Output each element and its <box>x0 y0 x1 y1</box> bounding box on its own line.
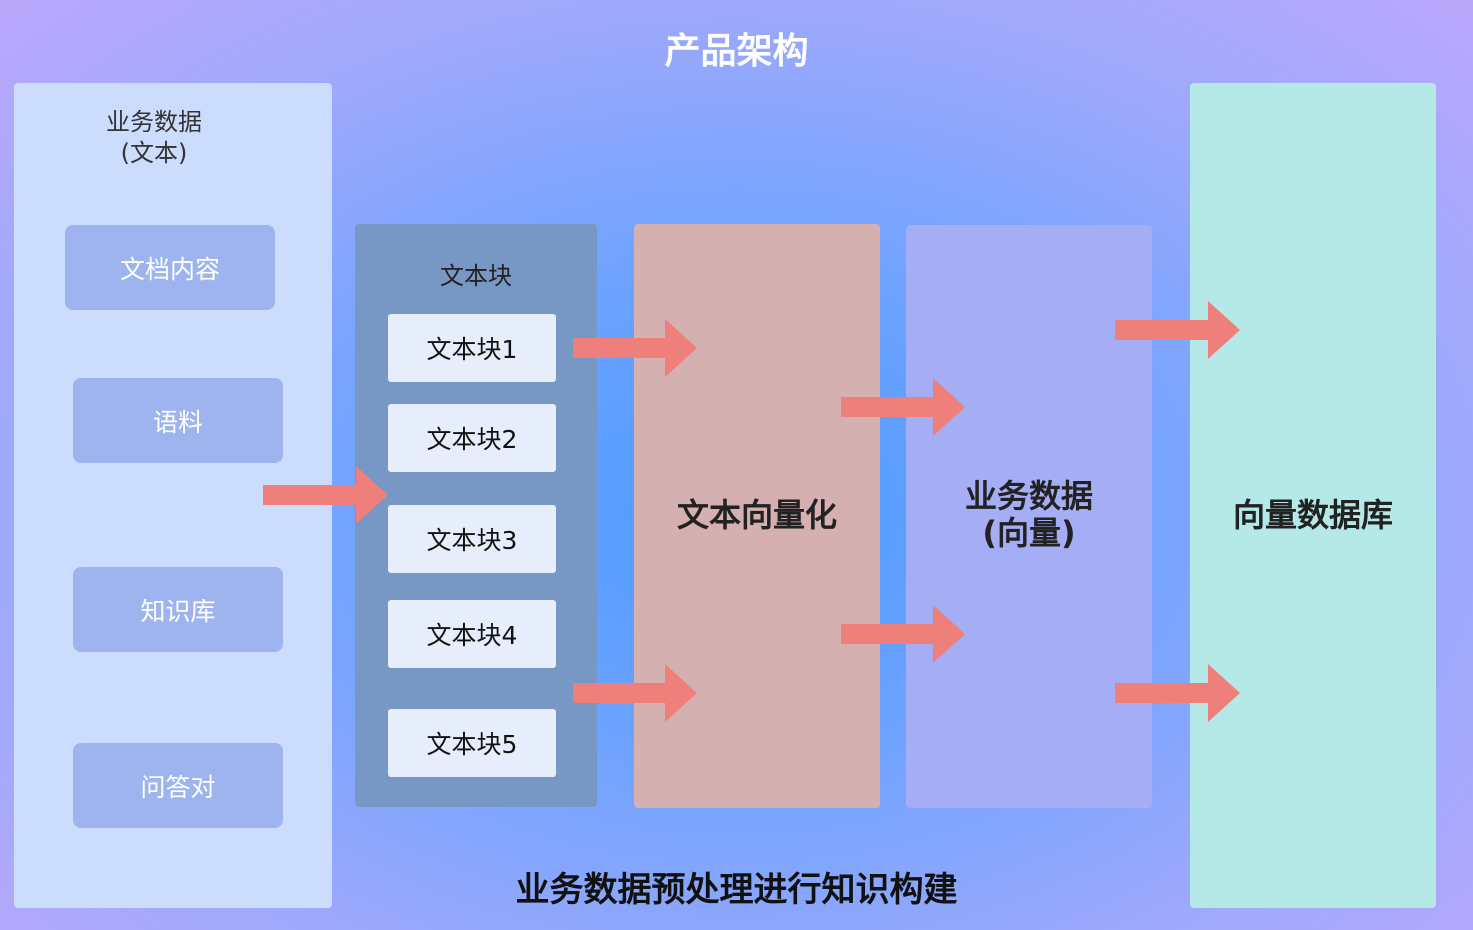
arrow-right-icon <box>573 319 697 377</box>
text-chunk: 文本块2 <box>388 404 556 472</box>
vector-data-line2: (向量) <box>982 514 1076 552</box>
source-item-qa-pairs: 问答对 <box>73 743 283 828</box>
text-chunks-heading: 文本块 <box>440 262 512 290</box>
source-item-corpus: 语料 <box>73 378 283 463</box>
arrow-right-icon <box>841 605 965 663</box>
arrow-right-icon <box>1115 664 1240 722</box>
text-chunk: 文本块5 <box>388 709 556 777</box>
arrow-right-icon <box>263 466 388 524</box>
source-heading-line2: (文本) <box>120 139 188 167</box>
text-chunk: 文本块1 <box>388 314 556 382</box>
source-heading-line1: 业务数据 <box>106 108 202 136</box>
diagram-footer: 业务数据预处理进行知识构建 <box>515 870 958 910</box>
source-data-heading: 业务数据 (文本) <box>14 107 294 169</box>
vector-data-panel: 业务数据(向量) <box>906 225 1152 808</box>
vector-db-panel: 向量数据库 <box>1190 83 1436 908</box>
arrow-right-icon <box>841 378 965 436</box>
arrow-right-icon <box>1115 301 1240 359</box>
diagram-title: 产品架构 <box>664 31 809 72</box>
text-chunk: 文本块3 <box>388 505 556 573</box>
vectorize-label: 文本向量化 <box>676 496 837 534</box>
vector-data-label: 业务数据(向量) <box>906 478 1152 552</box>
source-item-docs: 文档内容 <box>65 225 275 310</box>
vector-data-line1: 业务数据 <box>964 477 1093 515</box>
source-item-knowledge-base: 知识库 <box>73 567 283 652</box>
arrow-right-icon <box>573 664 697 722</box>
vector-db-label: 向量数据库 <box>1232 496 1393 534</box>
text-chunk: 文本块4 <box>388 600 556 668</box>
text-chunks-panel: 文本块 文本块1 文本块2 文本块3 文本块4 文本块5 <box>355 224 597 807</box>
